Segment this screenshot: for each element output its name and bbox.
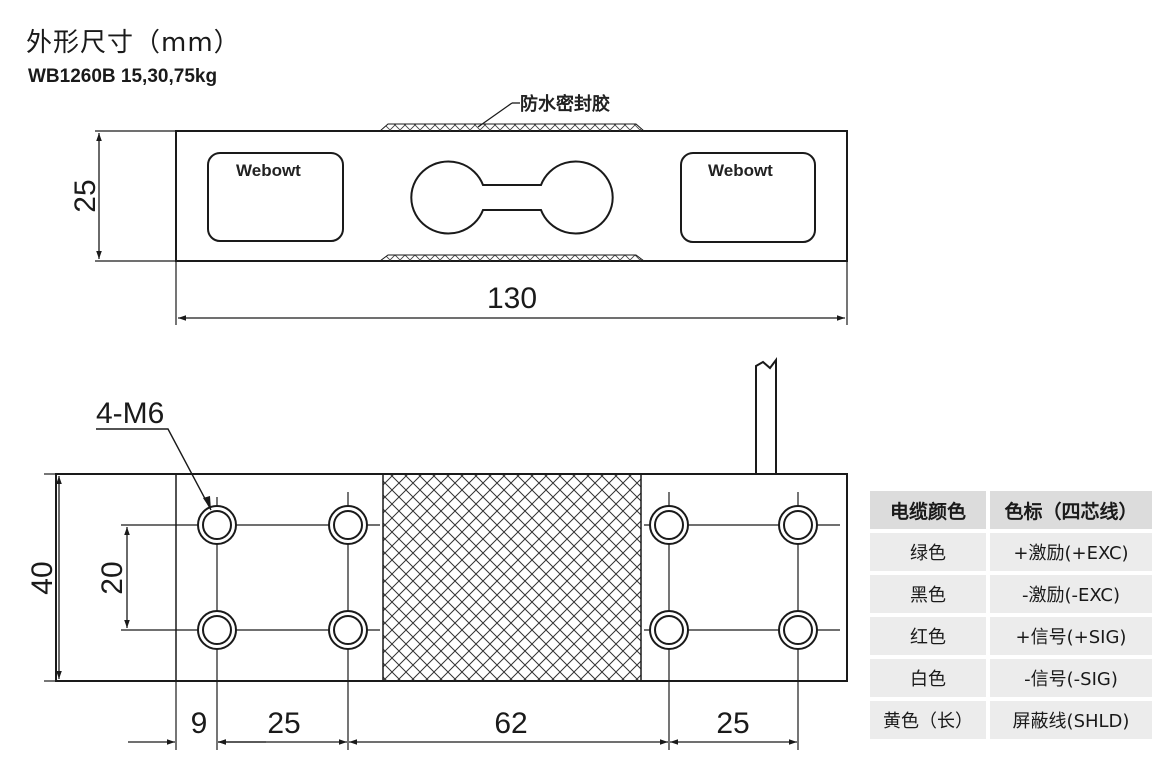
strain-gauge-area: [382, 473, 642, 682]
label-plate-right: [680, 152, 816, 243]
thread-label: 4-M6: [96, 397, 164, 430]
hole-4: [328, 610, 368, 650]
hole-8: [778, 610, 818, 650]
model-subtitle: WB1260B 15,30,75kg: [28, 66, 218, 87]
table-row: 红色 +信号(+SIG): [870, 617, 1152, 655]
top-view: 防水密封胶 Webowt Webowt 25 130: [69, 93, 848, 325]
signal-cell: -激励(-EXC): [990, 575, 1152, 613]
page-title: 外形尺寸（mm）: [26, 28, 241, 58]
cable: [755, 357, 777, 474]
hole-7: [649, 610, 689, 650]
table-row: 绿色 +激励(+EXC): [870, 533, 1152, 571]
hole-2: [328, 505, 368, 545]
wire-color-table: 电缆颜色 色标（四芯线） 绿色 +激励(+EXC) 黑色 -激励(-EXC) 红…: [870, 487, 1152, 743]
dim-62: 62: [494, 707, 527, 740]
signal-cell: -信号(-SIG): [990, 659, 1152, 697]
bottom-view: 4-M6 40 20 9 25 62 25: [26, 357, 848, 750]
table-row: 黑色 -激励(-EXC): [870, 575, 1152, 613]
header-color-code: 色标（四芯线）: [990, 491, 1152, 529]
hole-6: [778, 505, 818, 545]
signal-cell: +信号(+SIG): [990, 617, 1152, 655]
dim-25-right: 25: [716, 707, 749, 740]
dim-top-length: 130: [487, 282, 537, 315]
label-plate-left: [207, 152, 344, 242]
seal-label: 防水密封胶: [520, 93, 610, 115]
dim-25-left: 25: [267, 707, 300, 740]
signal-cell: 屏蔽线(SHLD): [990, 701, 1152, 739]
signal-cell: +激励(+EXC): [990, 533, 1152, 571]
dim-bottom-height: 40: [26, 561, 59, 594]
seal-band-top: [378, 123, 646, 132]
cable-color-cell: 绿色: [870, 533, 990, 571]
cable-color-cell: 黄色（长）: [870, 701, 990, 739]
table-row: 白色 -信号(-SIG): [870, 659, 1152, 697]
table-header-row: 电缆颜色 色标（四芯线）: [870, 491, 1152, 529]
dim-hole-spacing: 20: [96, 561, 129, 594]
header-cable-color: 电缆颜色: [870, 491, 990, 529]
hole-3: [197, 610, 237, 650]
dumbbell-slot: [410, 160, 614, 235]
table-row: 黄色（长） 屏蔽线(SHLD): [870, 701, 1152, 739]
seal-band-bottom: [378, 254, 646, 262]
cable-color-cell: 黑色: [870, 575, 990, 613]
dim-9: 9: [191, 707, 208, 740]
cable-color-cell: 红色: [870, 617, 990, 655]
hole-5: [649, 505, 689, 545]
brand-label-right: Webowt: [708, 161, 773, 180]
hole-1: [197, 505, 237, 545]
dim-top-height: 25: [69, 179, 102, 212]
brand-label-left: Webowt: [236, 161, 301, 180]
cable-color-cell: 白色: [870, 659, 990, 697]
